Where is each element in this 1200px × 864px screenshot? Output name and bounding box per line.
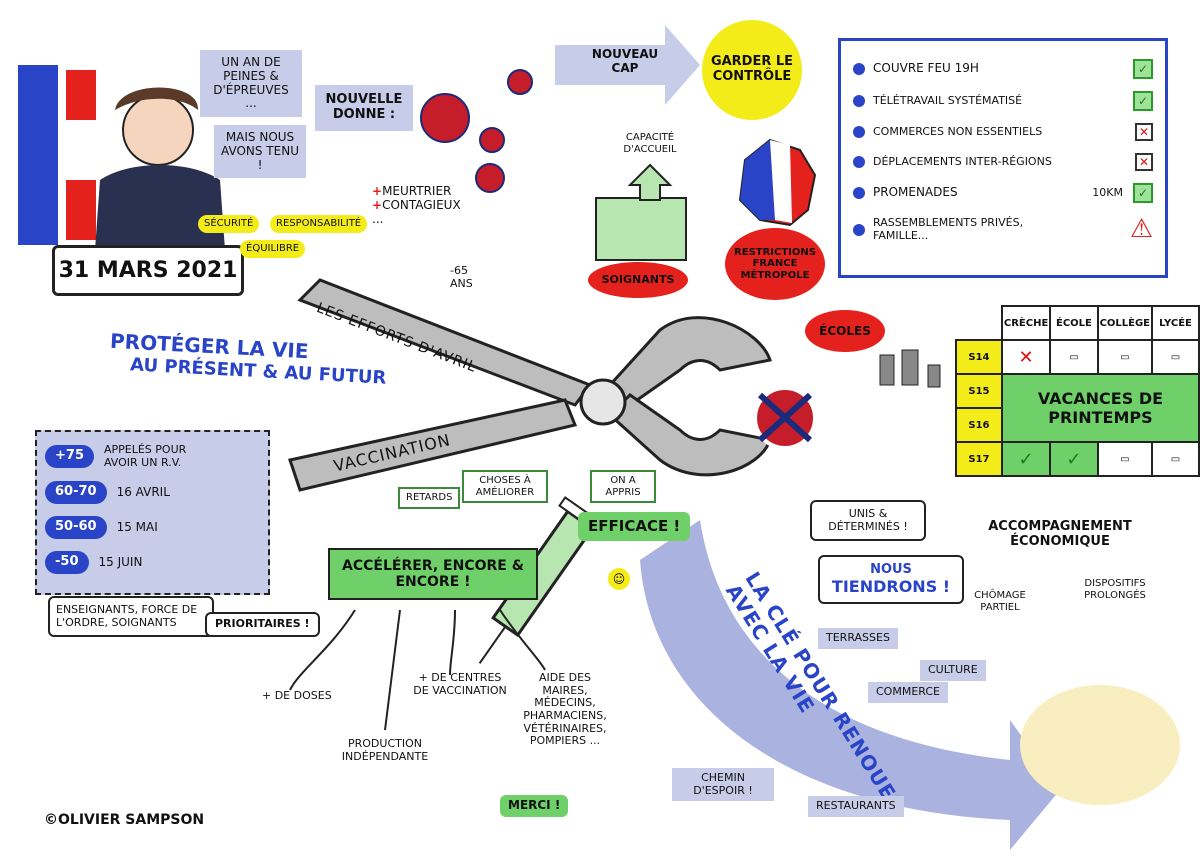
measure-rassemblements: RASSEMBLEMENTS PRIVÉS, FAMILLE...⚠ bbox=[853, 214, 1153, 245]
economy-dispositifs: DISPOSITIFS PROLONGÉS bbox=[1084, 578, 1146, 601]
garder-controle: GARDER LE CONTRÔLE bbox=[702, 20, 802, 120]
warning-icon: ⚠ bbox=[1129, 214, 1153, 244]
soignants-badge: SOIGNANTS bbox=[588, 262, 688, 298]
appris-tag: ON A APPRIS bbox=[590, 470, 656, 503]
measure-commerces: COMMERCES NON ESSENTIELS✕ bbox=[853, 123, 1153, 141]
check-icon: ✓ bbox=[1066, 448, 1082, 470]
future-arrow-shape bbox=[640, 520, 1060, 850]
row-s14: S14 bbox=[955, 339, 1003, 375]
vacances-cell: VACANCES DE PRINTEMPS bbox=[1000, 373, 1200, 443]
branch-doses: + DE DOSES bbox=[262, 689, 332, 702]
school-schedule: CRÈCHE ÉCOLE COLLÈGE LYCÉE S14 ✕ ▭ ▭ ▭ S… bbox=[955, 305, 1200, 477]
priority-groups: ENSEIGNANTS, FORCE DE L'ORDRE, SOIGNANTS bbox=[48, 596, 214, 638]
virus-group bbox=[420, 69, 533, 193]
pliers-arm-bottom bbox=[288, 398, 578, 492]
col-lycee: LYCÉE bbox=[1151, 305, 1200, 341]
branch-production: PRODUCTION INDÉPENDANTE bbox=[341, 737, 429, 763]
check-icon: ✓ bbox=[1133, 183, 1153, 203]
row-s16: S16 bbox=[955, 407, 1003, 443]
credit: ©OLIVIER SAMPSON bbox=[44, 812, 205, 828]
ecoles-badge: ÉCOLES bbox=[805, 310, 885, 352]
priority-label: PRIORITAIRES ! bbox=[205, 612, 320, 637]
row-s15: S15 bbox=[955, 373, 1003, 409]
virus-traits: +MEURTRIER +CONTAGIEUX ... bbox=[372, 184, 461, 226]
merci-badge: MERCI ! bbox=[500, 795, 569, 817]
age-note: -65 ANS bbox=[450, 264, 473, 290]
laptop-icon: ▭ bbox=[1120, 351, 1130, 363]
pliers-jaw-top bbox=[607, 316, 772, 407]
capacite-label: CAPACITÉ D'ACCUEIL bbox=[623, 132, 677, 155]
future-culture: CULTURE bbox=[920, 660, 986, 681]
chemin-espoir: CHEMIN D'ESPOIR ! bbox=[672, 768, 774, 802]
cross-icon: ✕ bbox=[1018, 346, 1034, 368]
speech-bubble: UN AN DE PEINES & D'ÉPREUVES ... bbox=[200, 50, 302, 118]
row-s17: S17 bbox=[955, 441, 1003, 477]
laptop-icon: ▭ bbox=[1120, 453, 1130, 465]
unis-bubble: UNIS & DÉTERMINÉS ! bbox=[810, 500, 926, 542]
col-ecole: ÉCOLE bbox=[1049, 305, 1099, 341]
branch-centres: + DE CENTRES DE VACCINATION bbox=[413, 671, 507, 697]
retards-tag: RETARDS bbox=[398, 487, 461, 509]
economy-title: ACCOMPAGNEMENT ÉCONOMIQUE bbox=[988, 519, 1132, 549]
tiendrons-bubble: NOUS TIENDRONS ! bbox=[818, 555, 964, 605]
nouvelle-donne: NOUVELLE DONNE : bbox=[315, 85, 413, 131]
measure-deplacements: DÉPLACEMENTS INTER-RÉGIONS✕ bbox=[853, 153, 1153, 171]
restrictions-badge: RESTRICTIONS FRANCE MÉTROPOLE bbox=[725, 228, 825, 300]
pliers-pivot bbox=[579, 378, 627, 426]
future-terrasses: TERRASSES bbox=[818, 628, 898, 649]
measure-teletravail: TÉLÉTRAVAIL SYSTÉMATISÉ✓ bbox=[853, 91, 1153, 111]
cap-arrow bbox=[555, 25, 700, 105]
measure-couvre-feu: COUVRE FEU 19H✓ bbox=[853, 59, 1153, 79]
laptop-icon: ▭ bbox=[1069, 351, 1079, 363]
efficace-badge: EFFICACE ! bbox=[578, 512, 691, 542]
col-creche: CRÈCHE bbox=[1000, 305, 1052, 341]
smiley-icon: ☺ bbox=[608, 568, 630, 590]
future-commerce: COMMERCE bbox=[868, 682, 948, 703]
cross-icon: ✕ bbox=[1135, 123, 1153, 141]
col-college: COLLÈGE bbox=[1096, 305, 1154, 341]
value-responsabilite: RESPONSABILITÉ bbox=[270, 215, 368, 233]
check-icon: ✓ bbox=[1133, 59, 1153, 79]
accelerer-box: ACCÉLÉRER, ENCORE & ENCORE ! bbox=[328, 548, 538, 601]
laptop-icon: ▭ bbox=[1170, 453, 1181, 465]
branch-aide: AIDE DES MAIRES, MÉDECINS, PHARMACIENS, … bbox=[523, 671, 607, 748]
date-box: 31 MARS 2021 bbox=[52, 245, 244, 296]
speech-bubble-2: MAIS NOUS AVONS TENU ! bbox=[214, 125, 306, 179]
laptop-icon: ▭ bbox=[1170, 351, 1181, 363]
measures-panel: COUVRE FEU 19H✓ TÉLÉTRAVAIL SYSTÉMATISÉ✓… bbox=[838, 38, 1168, 278]
value-equilibre: ÉQUILIBRE bbox=[240, 240, 306, 258]
pliers-jaw-bottom bbox=[607, 393, 772, 477]
future-restaurants: RESTAURANTS bbox=[808, 796, 904, 817]
check-icon: ✓ bbox=[1133, 91, 1153, 111]
economy-chomage: CHÔMAGE PARTIEL bbox=[974, 590, 1026, 613]
value-securite: SÉCURITÉ bbox=[198, 215, 260, 233]
cross-icon: ✕ bbox=[1135, 153, 1153, 171]
nouveau-cap-label: NOUVEAU CAP bbox=[591, 47, 659, 75]
choses-tag: CHOSES À AMÉLIORER bbox=[462, 470, 548, 503]
check-icon: ✓ bbox=[1018, 448, 1034, 470]
